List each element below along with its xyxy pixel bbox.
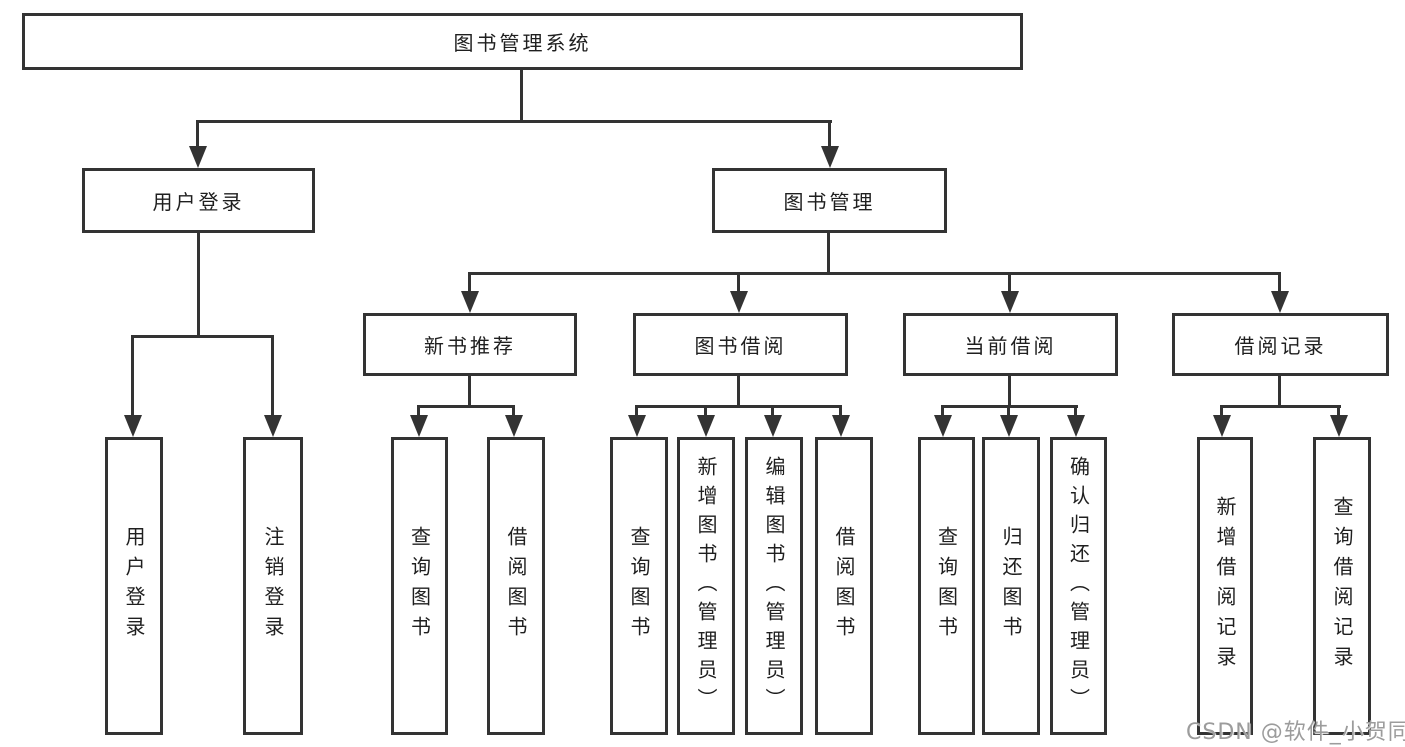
connector-arrow-user-login — [196, 120, 199, 146]
leaf-bor-edit-book-admin-label: 编辑图书（管理员） — [762, 455, 786, 717]
connector-bor-hbar — [635, 405, 842, 408]
node-current-borrow-label: 当前借阅 — [964, 334, 1057, 358]
leaf-cur-query-book: 查询图书 — [918, 437, 975, 735]
leaf-cur-query-book-label: 查询图书 — [934, 526, 959, 646]
connector-arrow-book-borrow — [737, 272, 740, 291]
leaf-logout: 注销登录 — [243, 437, 303, 735]
connector-user-stem — [197, 233, 200, 337]
leaf-rd-query-borrow-record-label: 查询借阅记录 — [1330, 496, 1354, 676]
leaf-user-login-label: 用户登录 — [122, 526, 146, 646]
leaf-user-login: 用户登录 — [105, 437, 163, 735]
leaf-cur-return-book-label: 归还图书 — [999, 526, 1023, 646]
csdn-watermark: CSDN @软件_小贺同学 — [1186, 720, 1405, 745]
connector-arrow-rec-query-book — [417, 405, 420, 415]
node-book-borrow: 图书借阅 — [633, 313, 848, 376]
leaf-cur-confirm-return-admin: 确认归还（管理员） — [1050, 437, 1107, 735]
connector-rec-stem — [468, 376, 471, 408]
leaf-cur-return-book: 归还图书 — [982, 437, 1040, 735]
connector-arrow-bor-borrow-book — [839, 405, 842, 415]
leaf-rd-query-borrow-record: 查询借阅记录 — [1313, 437, 1371, 735]
connector-cur-stem — [1008, 376, 1011, 408]
connector-rec-hbar — [417, 405, 515, 408]
connector-bor-stem — [737, 376, 740, 408]
leaf-bor-add-book-admin: 新增图书（管理员） — [677, 437, 735, 735]
leaf-rec-query-book: 查询图书 — [391, 437, 448, 735]
node-new-book-recommend: 新书推荐 — [363, 313, 577, 376]
connector-arrow-leaf-logout — [271, 335, 274, 415]
connector-arrow-borrow-record — [1278, 272, 1281, 291]
connector-arrow-cur-confirm-return — [1074, 405, 1077, 415]
connector-rd-stem — [1278, 376, 1281, 408]
connector-root-stem — [520, 70, 523, 122]
leaf-bor-query-book: 查询图书 — [610, 437, 668, 735]
connector-arrow-cur-return-book — [1007, 405, 1010, 415]
leaf-bor-borrow-book-label: 借阅图书 — [832, 526, 856, 646]
connector-arrow-new-book-recommend — [468, 272, 471, 291]
leaf-bor-borrow-book: 借阅图书 — [815, 437, 873, 735]
node-borrow-record: 借阅记录 — [1172, 313, 1389, 376]
leaf-rd-add-borrow-record-label: 新增借阅记录 — [1213, 496, 1237, 676]
connector-arrow-book-management — [828, 120, 831, 146]
connector-arrow-current-borrow — [1008, 272, 1011, 291]
node-borrow-record-label: 借阅记录 — [1234, 334, 1327, 358]
connector-arrow-leaf-user-login — [131, 335, 134, 415]
node-current-borrow: 当前借阅 — [903, 313, 1118, 376]
leaf-bor-query-book-label: 查询图书 — [627, 526, 651, 646]
node-book-management: 图书管理 — [712, 168, 947, 233]
leaf-logout-label: 注销登录 — [261, 526, 285, 646]
connector-arrow-rec-borrow-book — [512, 405, 515, 415]
connector-root-hbar — [196, 120, 832, 123]
node-user-login: 用户登录 — [82, 168, 315, 233]
connector-arrow-bor-edit-book — [771, 405, 774, 415]
node-library-system: 图书管理系统 — [22, 13, 1023, 70]
connector-user-hbar — [131, 335, 274, 338]
connector-arrow-bor-add-book — [704, 405, 707, 415]
leaf-bor-edit-book-admin: 编辑图书（管理员） — [745, 437, 803, 735]
connector-arrow-rd-add-record — [1220, 405, 1223, 415]
leaf-rec-borrow-book: 借阅图书 — [487, 437, 545, 735]
leaf-rec-query-book-label: 查询图书 — [407, 526, 432, 646]
connector-arrow-cur-query-book — [941, 405, 944, 415]
connector-arrow-rd-query-record — [1337, 405, 1340, 415]
node-book-management-label: 图书管理 — [783, 190, 876, 214]
leaf-rd-add-borrow-record: 新增借阅记录 — [1197, 437, 1253, 735]
connector-mgmt-stem — [827, 233, 830, 275]
node-user-login-label: 用户登录 — [152, 190, 245, 214]
leaf-bor-add-book-admin-label: 新增图书（管理员） — [694, 455, 718, 717]
node-new-book-recommend-label: 新书推荐 — [424, 334, 516, 358]
leaf-rec-borrow-book-label: 借阅图书 — [504, 526, 528, 646]
node-book-borrow-label: 图书借阅 — [694, 334, 787, 358]
leaf-cur-confirm-return-admin-label: 确认归还（管理员） — [1066, 455, 1091, 717]
connector-rd-hbar — [1220, 405, 1341, 408]
connector-mgmt-hbar — [468, 272, 1281, 275]
connector-arrow-bor-query-book — [635, 405, 638, 415]
node-library-system-label: 图书管理系统 — [453, 31, 592, 55]
